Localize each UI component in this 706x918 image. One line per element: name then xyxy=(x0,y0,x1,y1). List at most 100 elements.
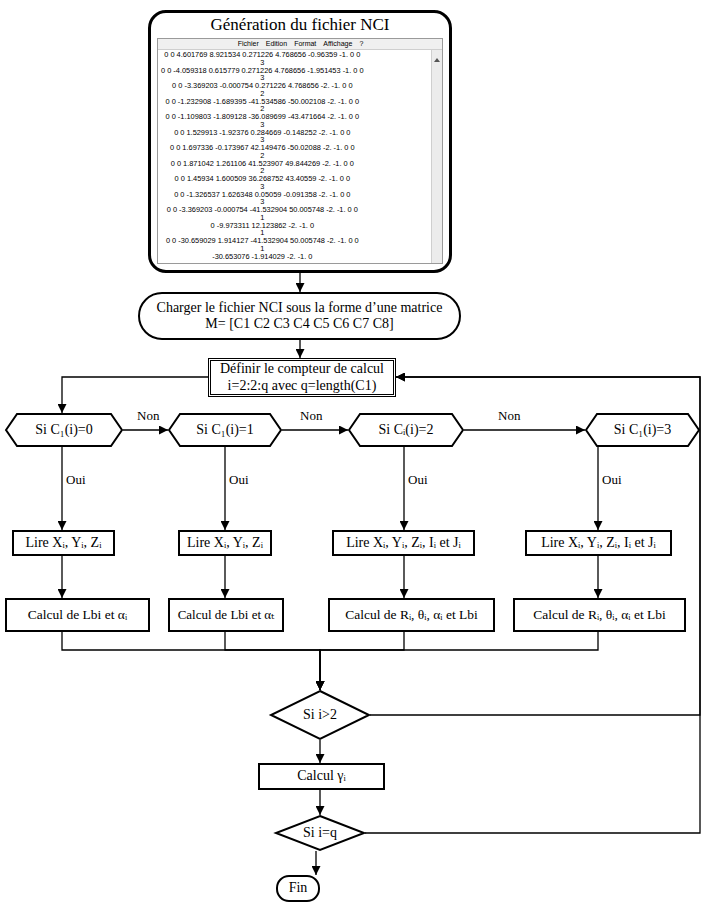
connector xyxy=(464,429,585,430)
connector xyxy=(62,632,320,690)
shape-outline xyxy=(271,691,369,739)
node-label: Lire Xᵢ, Yᵢ, Zᵢ xyxy=(187,535,263,551)
shape-outline xyxy=(169,414,281,446)
node-label: Si C₁(i)=0 xyxy=(35,422,93,438)
file-line: 2 xyxy=(161,90,364,98)
node-label: Calcul de Rᵢ, θᵢ, αᵢ et Lbi xyxy=(533,607,666,623)
file-line: 1 xyxy=(161,214,364,222)
menu-item: Format xyxy=(294,40,316,47)
connector xyxy=(62,377,208,413)
connector xyxy=(123,429,168,430)
node-label: Calcul de Rᵢ, θᵢ, αᵢ et Lbi xyxy=(345,607,478,623)
file-line: 0 0 1.697336 -0.173967 42.149476 -50.020… xyxy=(161,144,364,152)
file-line: -30.653076 -1.914029 -2. -1. 0 xyxy=(161,253,364,261)
node-label: Définir le compteur de calcul i=2:2:q av… xyxy=(216,361,388,393)
node-label: Si C₁(i)=1 xyxy=(196,422,254,438)
process-box: Calcul γᵢ xyxy=(258,763,385,790)
node-label: Fin xyxy=(289,880,308,896)
edge-label: Oui xyxy=(66,473,86,486)
file-line: 0 0 4.601769 8.921534 0.271226 4.768656 … xyxy=(161,51,364,59)
connector xyxy=(61,556,62,598)
process-box: Calcul de Rᵢ, θᵢ, αᵢ et Lbi xyxy=(328,598,495,632)
edge-label: Oui xyxy=(602,473,622,486)
connector xyxy=(597,556,598,598)
node-label: Lire Xᵢ, Yᵢ, Zᵢ, Iᵢ et Jᵢ xyxy=(541,535,656,551)
connector xyxy=(299,273,300,292)
file-line: 0 0 1.45934 1.600509 36.268752 43.40559 … xyxy=(161,175,364,183)
process-box: Calcul de Rᵢ, θᵢ, αᵢ et Lbi xyxy=(513,598,686,632)
file-line: 0 0 1.871042 1.261106 41.523907 49.84426… xyxy=(161,160,364,168)
edge-label: Oui xyxy=(229,473,249,486)
node-label: Génération du fichier NCI xyxy=(211,15,390,35)
menu-item: Edition xyxy=(266,40,287,47)
file-line: 3 xyxy=(161,198,364,206)
connector xyxy=(319,740,320,763)
node-label: Si C₁(i)=3 xyxy=(614,422,672,438)
decision-hexagon: Si Cᵢ(i)=2 xyxy=(348,413,464,447)
process-box: Calcul de Lbi et αₜ xyxy=(168,598,284,632)
connector xyxy=(597,447,598,530)
connector xyxy=(320,632,404,690)
edge-label: Oui xyxy=(408,473,428,486)
connector xyxy=(224,556,225,598)
file-line: 2 xyxy=(161,152,364,160)
edge-label: Non xyxy=(300,409,322,422)
file-line: 2 xyxy=(161,105,364,113)
file-line: 0 -9.973311 12.123862 -2. -1. 0 xyxy=(161,222,364,230)
process-box: Lire Xᵢ, Yᵢ, Zᵢ xyxy=(12,530,115,556)
file-line: 1 xyxy=(161,245,364,253)
file-screenshot: Fichier Edition Format Affichage? 0 0 4.6017… xyxy=(157,38,443,264)
node-label: Lire Xᵢ, Yᵢ, Zᵢ xyxy=(26,535,102,551)
connector xyxy=(320,632,598,690)
file-line: 0 0 -1.326537 1.626348 0.05059 -0.091358… xyxy=(161,191,364,199)
menu-item: Fichier xyxy=(238,40,259,47)
node-label: Si Cᵢ(i)=2 xyxy=(379,422,434,438)
process-box: Lire Xᵢ, Yᵢ, Zᵢ, Iᵢ et Jᵢ xyxy=(525,530,672,556)
file-line: 1 xyxy=(161,229,364,237)
file-line: 3 xyxy=(161,74,364,82)
node-label: Si i=q xyxy=(303,825,337,841)
node-label: Calcul γᵢ xyxy=(297,768,346,784)
connector xyxy=(225,632,320,690)
file-line: 2 xyxy=(161,167,364,175)
connector xyxy=(282,429,348,430)
node-label: Lire Xᵢ, Yᵢ, Zᵢ, Iᵢ et Jᵢ xyxy=(346,535,461,551)
connector xyxy=(403,447,404,530)
process-box: Calcul de Lbi et αᵢ xyxy=(5,598,150,632)
menu-item: ? xyxy=(359,40,363,47)
process-box: Lire Xᵢ, Yᵢ, Zᵢ xyxy=(178,530,272,556)
file-line: 3 xyxy=(161,183,364,191)
generation-box: Génération du fichier NCIFichierEditionF… xyxy=(148,10,452,273)
connector xyxy=(319,790,320,815)
node-label: Charger le fichier NCI sous la forme d’u… xyxy=(145,300,454,332)
connector xyxy=(299,340,300,358)
decision-hexagon: Si C₁(i)=0 xyxy=(5,413,123,447)
node-label: Si i>2 xyxy=(303,707,337,723)
file-line: 0 0 -3.369203 -0.000754 0.271226 4.76865… xyxy=(161,82,364,90)
edge-label: Non xyxy=(498,409,520,422)
menu-item: Affichage xyxy=(323,40,352,47)
scroll-arrow xyxy=(432,55,442,65)
shape-outline xyxy=(6,414,122,446)
decision-diamond: Si i=q xyxy=(275,815,365,851)
terminal-box: Charger le fichier NCI sous la forme d’u… xyxy=(138,292,461,340)
scroll-arrow-glyph xyxy=(434,58,440,62)
node-label: Calcul de Lbi et αₜ xyxy=(178,608,275,623)
file-line: 3 xyxy=(161,136,364,144)
file-line: 0 0 -1.109803 -1.809128 -36.089699 -43.4… xyxy=(161,113,364,121)
process-box: Lire Xᵢ, Yᵢ, Zᵢ, Iᵢ et Jᵢ xyxy=(332,530,475,556)
connector xyxy=(224,447,225,530)
connector xyxy=(315,851,316,875)
file-line: 3 xyxy=(161,121,364,129)
file-line: 0 0 -30.659029 1.914127 -41.532904 50.00… xyxy=(161,237,364,245)
file-line: 0 0 -3.369203 -0.000754 -41.532904 50.00… xyxy=(161,206,364,214)
file-line: 0 0 1.529913 -1.92376 0.284669 -0.148252… xyxy=(161,129,364,137)
file-line: 0 0 -4.059318 0.615779 0.271226 4.768656… xyxy=(161,67,364,75)
process-box: Définir le compteur de calcul i=2:2:q av… xyxy=(208,358,396,397)
shape-outline xyxy=(276,816,364,850)
scroll-bar xyxy=(431,50,442,263)
shape-outline xyxy=(349,414,463,446)
node-label: Calcul de Lbi et αᵢ xyxy=(28,607,127,623)
connector xyxy=(403,556,404,598)
